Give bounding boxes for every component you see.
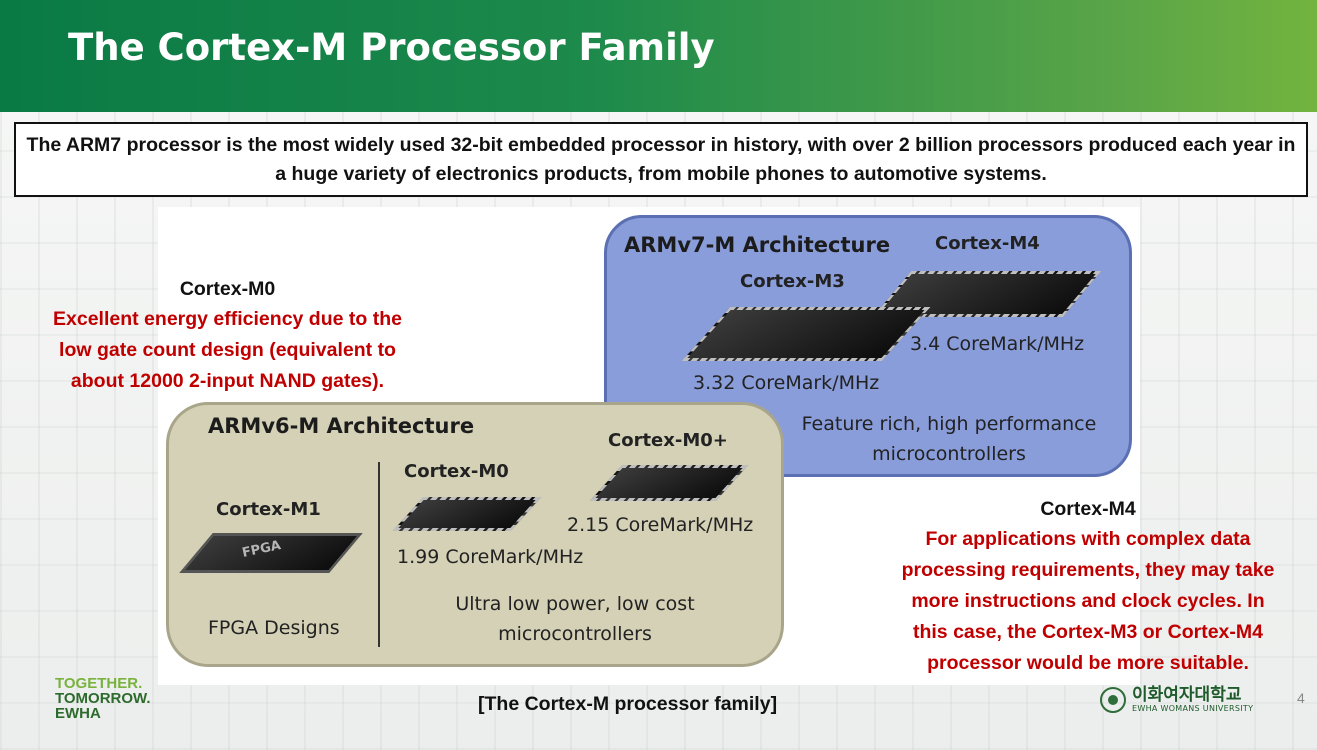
cortex-m0-callout-line-3: about 12000 2-input NAND gates).	[70, 370, 385, 392]
cortex-m0-callout-title: Cortex-M0	[179, 278, 276, 300]
cortex-m0-label: Cortex-M0	[404, 461, 509, 482]
university-name-korean: 이화여자대학교	[1132, 685, 1242, 705]
logo-line-3: EWHA	[55, 705, 101, 722]
slide-title: The Cortex-M Processor Family	[68, 26, 715, 69]
cortex-m0-callout-line-2: low gate count design (equivalent to	[59, 339, 396, 361]
architecture-divider	[378, 462, 380, 647]
armv7-desc-line-2: microcontrollers	[872, 443, 1026, 465]
cortex-m4-callout-title: Cortex-M4	[1040, 498, 1136, 520]
university-name-english: EWHA WOMANS UNIVERSITY	[1132, 704, 1254, 713]
summary-box: The ARM7 processor is the most widely us…	[14, 122, 1308, 197]
armv6-m-description: Ultra low power, low cost microcontrolle…	[420, 589, 730, 649]
cortex-m3-coremark: 3.32 CoreMark/MHz	[693, 372, 880, 394]
logo-line-2: TOMORROW.	[55, 690, 151, 707]
armv6-desc-line-1: Ultra low power, low cost	[455, 593, 695, 615]
cortex-m4-callout-line-3: more instructions and clock cycles. In	[911, 590, 1265, 612]
armv6-m-title: ARMv6-M Architecture	[208, 414, 475, 438]
cortex-m3-label: Cortex-M3	[740, 271, 845, 292]
fpga-chip-label: FPGA	[240, 538, 283, 561]
cortex-m0-callout-line-1: Excellent energy efficiency due to the	[53, 308, 402, 330]
cortex-m0plus-coremark: 2.15 CoreMark/MHz	[567, 514, 754, 536]
cortex-m-family-figure: ARMv7-M Architecture Cortex-M4 Cortex-M3…	[158, 207, 1140, 685]
cortex-m4-callout-line-1: For applications with complex data	[925, 528, 1251, 550]
cortex-m4-callout-line-2: processing requirements, they may take	[901, 559, 1275, 581]
university-seal-icon	[1100, 686, 1126, 713]
logo-line-1: TOGETHER.	[55, 675, 143, 692]
page-number: 4	[1297, 690, 1305, 706]
cortex-m1-label: Cortex-M1	[216, 499, 321, 520]
armv6-desc-line-2: microcontrollers	[498, 623, 652, 645]
cortex-m4-label: Cortex-M4	[935, 233, 1040, 254]
cortex-m0-callout: Cortex-M0 Excellent energy efficiency du…	[20, 274, 435, 397]
armv7-m-description: Feature rich, high performance microcont…	[784, 409, 1114, 469]
figure-caption: [The Cortex-M processor family]	[478, 693, 778, 715]
together-tomorrow-ewha-logo: TOGETHER. TOMORROW. EWHA	[55, 676, 151, 721]
cortex-m4-callout-line-4: this case, the Cortex-M3 or Cortex-M4	[912, 621, 1263, 643]
cortex-m0-coremark: 1.99 CoreMark/MHz	[397, 546, 584, 568]
cortex-m0plus-label: Cortex-M0+	[608, 430, 728, 451]
cortex-m4-coremark: 3.4 CoreMark/MHz	[910, 333, 1085, 355]
armv7-m-title: ARMv7-M Architecture	[624, 233, 891, 257]
cortex-m1-description: FPGA Designs	[208, 617, 340, 639]
cortex-m4-callout: Cortex-M4 For applications with complex …	[868, 494, 1308, 679]
armv7-desc-line-1: Feature rich, high performance	[801, 413, 1097, 435]
cortex-m4-callout-line-5: processor would be more suitable.	[927, 652, 1249, 674]
title-bar: The Cortex-M Processor Family	[0, 0, 1317, 112]
ewha-university-logo: 이화여자대학교 EWHA WOMANS UNIVERSITY	[1100, 686, 1253, 713]
summary-text: The ARM7 processor is the most widely us…	[26, 133, 1296, 185]
